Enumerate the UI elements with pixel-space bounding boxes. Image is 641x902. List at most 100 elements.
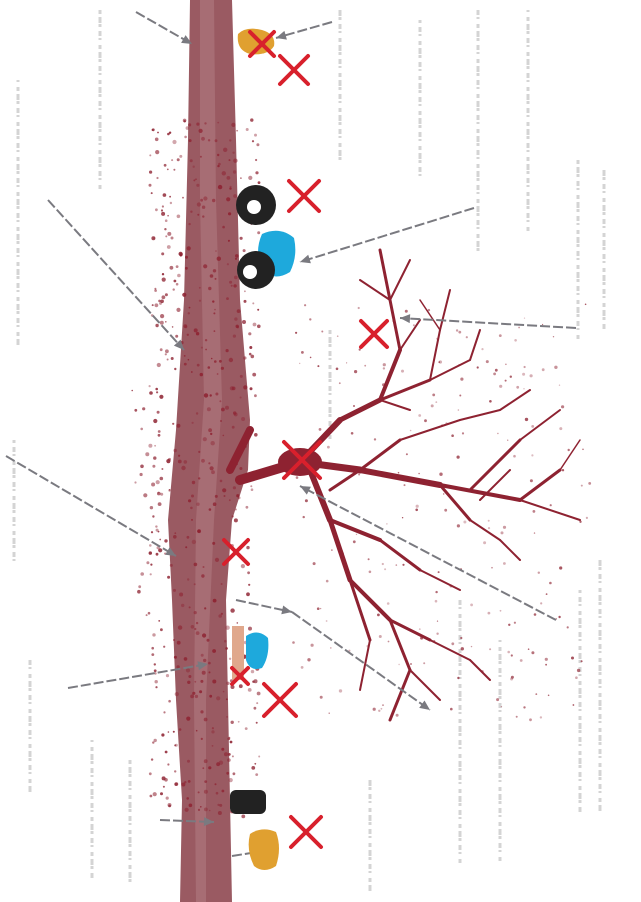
speckle-dot	[450, 708, 453, 711]
speckle-dot	[169, 196, 171, 198]
dendrite-branch	[470, 520, 500, 540]
speckle-dot	[236, 463, 238, 465]
speckle-dot	[194, 611, 197, 614]
speckle-dot	[215, 783, 217, 785]
speckle-dot	[168, 803, 172, 807]
speckle-dot	[198, 477, 200, 479]
speckle-dot	[198, 451, 200, 453]
black-ring-hole	[243, 265, 257, 279]
speckle-dot	[523, 706, 525, 708]
dendrite-branch	[470, 330, 480, 360]
speckle-dot	[378, 710, 380, 712]
speckle-dot	[166, 674, 169, 677]
speckle-dot	[165, 751, 168, 754]
speckle-dot	[387, 602, 390, 605]
dendrite-branch	[400, 420, 460, 440]
speckle-dot	[152, 633, 155, 636]
speckle-dot	[189, 606, 191, 608]
speckle-dot	[174, 656, 177, 659]
speckle-dot	[513, 455, 516, 458]
speckle-dot	[327, 446, 330, 449]
speckle-dot	[186, 668, 190, 672]
speckle-dot	[554, 366, 557, 369]
speckle-dot	[182, 197, 184, 199]
speckle-dot	[186, 717, 190, 721]
speckle-dot	[221, 367, 224, 370]
speckle-dot	[167, 215, 169, 217]
speckle-dot	[508, 624, 510, 626]
speckle-dot	[160, 321, 164, 325]
speckle-dot	[198, 809, 200, 811]
speckle-dot	[234, 518, 238, 522]
speckle-dot	[213, 312, 215, 314]
speckle-dot	[188, 675, 191, 678]
speckle-dot	[165, 353, 167, 355]
speckle-dot	[548, 695, 550, 697]
speckle-dot	[588, 482, 591, 485]
speckle-dot	[163, 646, 165, 648]
speckle-dot	[219, 761, 223, 765]
speckle-dot	[131, 390, 133, 392]
dendrite-branch	[340, 400, 380, 420]
speckle-dot	[201, 347, 203, 349]
speckle-dot	[182, 293, 186, 297]
speckle-dot	[184, 460, 188, 464]
speckle-dot	[559, 427, 562, 430]
speckle-dot	[405, 310, 408, 313]
speckle-dot	[159, 302, 162, 305]
speckle-dot	[388, 641, 390, 643]
speckle-dot	[161, 468, 163, 470]
speckle-dot	[413, 324, 415, 326]
speckle-dot	[257, 692, 261, 696]
speckle-dot	[466, 336, 468, 338]
speckle-dot	[251, 766, 255, 770]
speckle-dot	[377, 614, 380, 617]
speckle-dot	[528, 648, 530, 650]
speckle-dot	[229, 159, 231, 161]
speckle-dot	[229, 281, 232, 284]
speckle-dot	[150, 795, 153, 798]
speckle-dot	[245, 446, 247, 448]
speckle-dot	[234, 317, 237, 320]
speckle-dot	[187, 536, 190, 539]
speckle-dot	[493, 373, 496, 376]
speckle-dot	[307, 658, 310, 661]
speckle-dot	[191, 371, 193, 373]
speckle-dot	[398, 664, 399, 665]
dendrite-branch	[420, 570, 460, 590]
speckle-dot	[154, 669, 157, 672]
speckle-dot	[140, 465, 144, 469]
speckle-dot	[542, 324, 543, 325]
speckle-dot	[155, 525, 157, 527]
speckle-dot	[533, 510, 536, 513]
speckle-dot	[246, 546, 249, 549]
speckle-dot	[158, 434, 161, 437]
speckle-dot	[211, 358, 213, 360]
speckle-dot	[210, 274, 214, 278]
speckle-dot	[188, 780, 191, 783]
speckle-dot	[164, 164, 167, 167]
speckle-dot	[457, 456, 460, 459]
speckle-dot	[549, 582, 552, 585]
speckle-dot	[231, 721, 234, 724]
speckle-dot	[415, 509, 418, 512]
speckle-dot	[200, 156, 202, 158]
speckle-dot	[358, 307, 360, 309]
speckle-dot	[220, 480, 223, 483]
speckle-dot	[450, 585, 453, 588]
speckle-dot	[356, 534, 357, 535]
speckle-dot	[392, 320, 395, 323]
speckle-dot	[199, 300, 201, 302]
speckle-dot	[192, 692, 195, 695]
speckle-dot	[160, 348, 163, 351]
speckle-dot	[254, 707, 257, 710]
speckle-dot	[223, 435, 225, 437]
speckle-dot	[301, 351, 304, 354]
speckle-dot	[188, 223, 190, 225]
cross-mark	[361, 321, 387, 347]
speckle-dot	[203, 264, 207, 268]
speckle-dot	[207, 407, 211, 411]
speckle-dot	[153, 419, 157, 423]
speckle-dot	[311, 644, 314, 647]
speckle-dot	[244, 290, 246, 292]
